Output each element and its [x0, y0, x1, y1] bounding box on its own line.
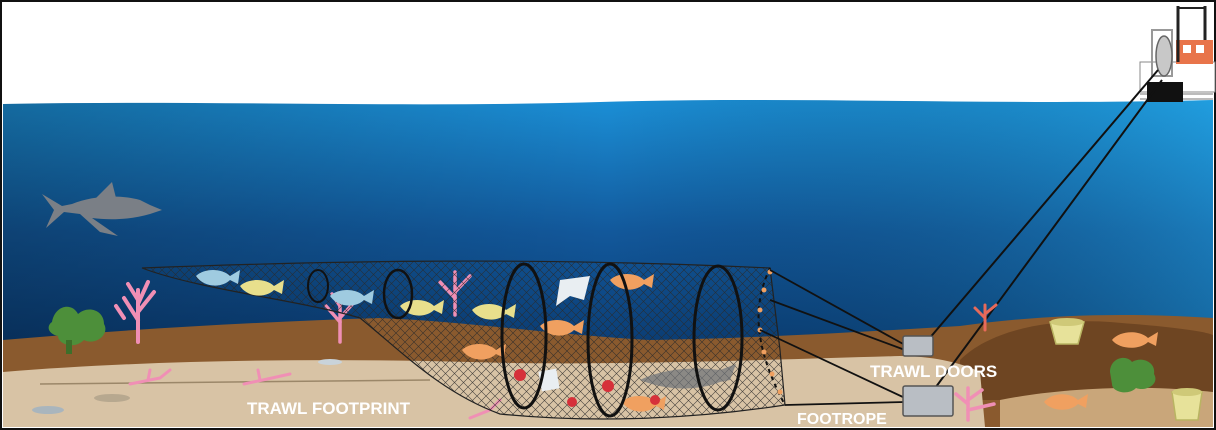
warp-cable — [927, 69, 1159, 341]
sponge-icon — [1171, 388, 1203, 421]
coral-icon — [114, 280, 156, 344]
bridle — [769, 269, 906, 346]
bridle — [769, 299, 906, 351]
sponge-icon — [48, 306, 106, 354]
crab-icon — [650, 395, 660, 405]
trawl-door-icon — [902, 385, 954, 417]
sponge-icon — [1049, 318, 1085, 345]
rock — [318, 359, 342, 365]
trawl-doors-label: TRAWL DOORS — [870, 362, 997, 381]
crab-icon — [602, 380, 614, 392]
trawl-net-icon — [141, 260, 786, 420]
crab-icon — [567, 397, 577, 407]
fish-icon — [1044, 394, 1088, 410]
crab-icon — [514, 369, 526, 381]
boat-icon — [1139, 6, 1216, 102]
fish-icon — [1112, 332, 1158, 348]
rock — [94, 394, 130, 402]
rock — [32, 406, 64, 414]
bridle — [759, 329, 906, 399]
footprint-track — [39, 379, 431, 385]
footrope-label: FOOTROPE — [797, 411, 887, 428]
trawl-door-icon — [902, 335, 934, 357]
coral-icon — [954, 386, 996, 422]
shark-icon — [42, 182, 162, 236]
coral-icon — [973, 303, 998, 332]
warp-cable — [929, 79, 1163, 396]
bridle — [784, 401, 906, 406]
trawl-footprint-label: TRAWL FOOTPRINT — [247, 399, 411, 418]
sponge-icon — [1110, 357, 1156, 393]
